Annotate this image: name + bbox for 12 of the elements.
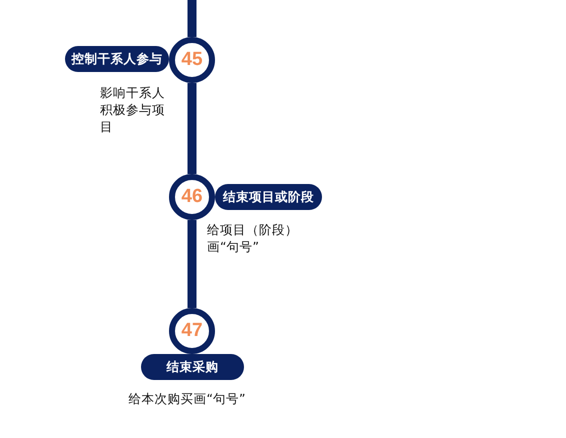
step-number-circle: 47 [169, 308, 215, 354]
description-text: 给本次购买画“句号” [128, 390, 246, 407]
description-text: 给项目（阶段）画“句号” [207, 221, 299, 255]
timeline-line [188, 220, 196, 308]
step-label-pill: 结束采购 [141, 354, 244, 380]
step-label-pill: 控制干系人参与 [65, 46, 169, 72]
step-number-circle: 46 [169, 174, 215, 220]
description-text: 影响干系人积极参与项目 [100, 84, 166, 135]
step-number-circle: 45 [169, 37, 215, 83]
step-label-pill: 结束项目或阶段 [215, 184, 322, 210]
timeline-line [188, 0, 196, 37]
timeline-line [188, 83, 196, 174]
